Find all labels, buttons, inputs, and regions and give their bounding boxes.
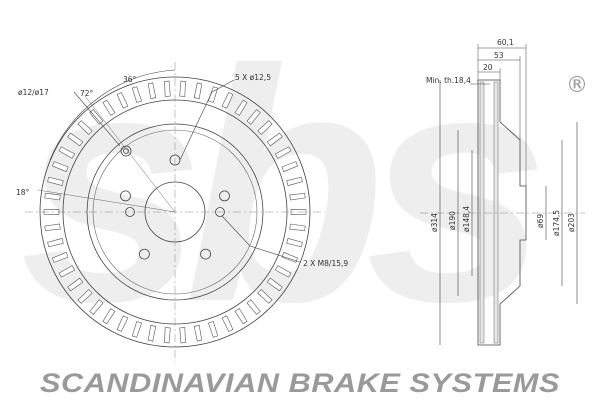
- vent-slot: [58, 265, 76, 278]
- vent-slot: [147, 82, 157, 99]
- dia-148-label: ø148,4: [462, 206, 471, 232]
- vent-slot: [47, 238, 64, 248]
- dim-60-label: 60,1: [497, 38, 514, 47]
- vent-slot: [257, 289, 273, 304]
- registered-mark: ®: [566, 73, 588, 98]
- vent-slot: [58, 146, 76, 159]
- vent-slot: [164, 327, 171, 344]
- vent-slot: [131, 321, 142, 338]
- vent-slot: [44, 192, 61, 201]
- vent-slot: [147, 325, 157, 342]
- vent-slot: [47, 176, 64, 186]
- vent-slot: [52, 251, 69, 263]
- vent-slot: [89, 109, 104, 125]
- dim-53-label: 53: [494, 51, 504, 60]
- vent-slot: [89, 299, 104, 315]
- dim-20-label: 20: [483, 63, 493, 72]
- angle-arc: [49, 69, 176, 161]
- cooling-vents: [43, 80, 307, 344]
- vent-slot: [208, 321, 219, 338]
- vent-slot: [289, 223, 306, 232]
- vent-slot: [208, 86, 219, 103]
- vent-slot: [44, 223, 61, 232]
- vent-slot: [77, 289, 93, 304]
- vent-slot: [102, 99, 116, 116]
- vent-slot: [234, 99, 248, 116]
- sbs-logo-text: sbs: [20, 1, 540, 370]
- vent-slot: [116, 92, 129, 109]
- bolt-hole: [120, 190, 131, 202]
- angle-18-label: 18°: [16, 188, 30, 197]
- vent-slot: [164, 80, 171, 97]
- vent-slot: [193, 325, 203, 342]
- vent-slot: [286, 238, 303, 248]
- angle-36-label: 36°: [123, 75, 137, 84]
- vent-slot: [266, 277, 283, 292]
- bolt-hole: [219, 190, 230, 202]
- angle-72-label: 72°: [80, 89, 94, 98]
- vent-slot: [221, 92, 234, 109]
- front-view: [25, 62, 325, 362]
- dia-174-label: ø174,5: [552, 210, 561, 236]
- side-view: [420, 44, 585, 346]
- vent-slot: [102, 308, 116, 325]
- marker-hole: [120, 145, 132, 157]
- thread-label: 2 X M8/15,9: [303, 259, 348, 268]
- hat-outer: [86, 123, 264, 301]
- bolt-circle-label: 5 X ø12,5: [235, 73, 271, 82]
- dia-69-label: ø69: [536, 214, 545, 228]
- vent-slot: [67, 132, 84, 147]
- dia-203-label: ø203: [567, 213, 576, 232]
- vent-slot: [131, 86, 142, 103]
- vent-slot: [221, 315, 234, 332]
- brand-footer: SCANDINAVIAN BRAKE SYSTEMS: [40, 368, 560, 398]
- dia-314-label: ø314: [430, 213, 439, 232]
- vent-slot: [274, 265, 292, 278]
- vent-slot: [266, 132, 283, 147]
- vent-slot: [281, 161, 298, 173]
- vent-slot: [286, 176, 303, 186]
- vent-slot: [246, 299, 261, 315]
- bolt-hole: [200, 248, 212, 260]
- sbs-watermark-logo: sbs: [20, 1, 560, 370]
- min-thickness-label: Min. th.18,4: [426, 76, 471, 85]
- vent-slot: [116, 315, 129, 332]
- bolt-hole: [138, 248, 150, 260]
- vent-slot: [43, 209, 60, 215]
- vent-slot: [274, 146, 292, 159]
- vent-slot: [246, 109, 261, 125]
- vent-slot: [67, 277, 84, 292]
- vent-slot: [179, 327, 186, 344]
- vent-slot: [193, 82, 203, 99]
- vent-slot: [234, 308, 248, 325]
- vent-slot: [257, 120, 273, 135]
- vent-slot: [52, 161, 69, 173]
- bolt-hole-label: ø12/ø17: [18, 88, 49, 97]
- vent-slot: [77, 120, 93, 135]
- vent-slot: [179, 80, 186, 97]
- dia-190-label: ø190: [448, 211, 457, 230]
- vent-slot: [289, 192, 306, 201]
- disc-profile: [477, 79, 527, 346]
